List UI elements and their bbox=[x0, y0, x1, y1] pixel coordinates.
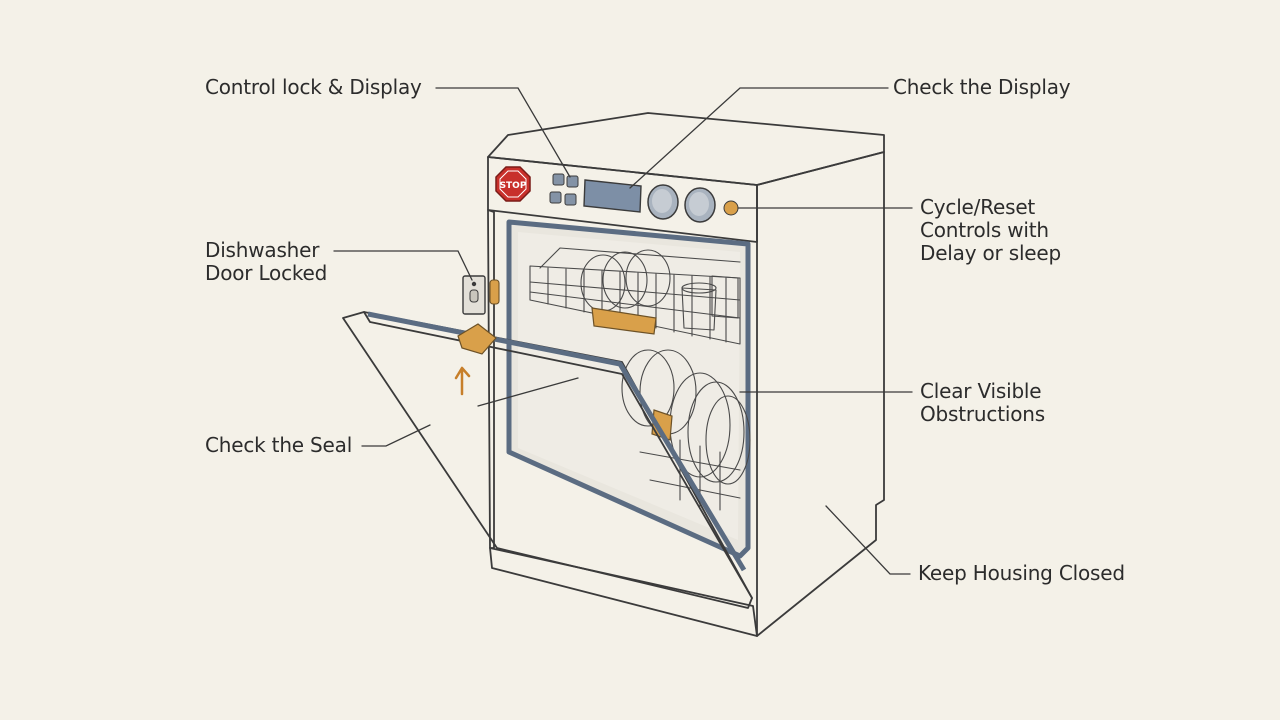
control-button[interactable] bbox=[552, 173, 565, 186]
upper-rack bbox=[529, 247, 741, 345]
leader-door-locked bbox=[333, 250, 473, 281]
cycle-knob-2[interactable] bbox=[684, 187, 716, 223]
lock-buttons bbox=[549, 173, 579, 206]
leader-housing bbox=[825, 505, 911, 575]
door-latch-hook bbox=[457, 323, 497, 355]
leader-control-lock bbox=[435, 87, 571, 178]
arrow-up-icon bbox=[454, 366, 471, 396]
callout-cycle-reset: Cycle/Reset Controls with Delay or sleep bbox=[920, 195, 1062, 265]
control-button[interactable] bbox=[549, 191, 562, 204]
tub-interior bbox=[506, 219, 751, 559]
leader-check-display bbox=[629, 87, 889, 189]
callout-check-display: Check the Display bbox=[893, 75, 1071, 99]
leader-check-seal-1 bbox=[361, 424, 431, 447]
leader-check-seal-2 bbox=[477, 377, 579, 407]
cycle-knob-1[interactable] bbox=[647, 184, 679, 220]
door-latch bbox=[462, 275, 500, 315]
reset-button[interactable] bbox=[723, 200, 739, 216]
dishwasher-door[interactable] bbox=[342, 311, 753, 609]
rack-handle[interactable] bbox=[591, 307, 657, 335]
stop-sign-icon: STOP bbox=[495, 166, 531, 202]
callout-keep-housing-closed: Keep Housing Closed bbox=[918, 561, 1125, 585]
callout-check-seal: Check the Seal bbox=[205, 433, 353, 457]
control-button[interactable] bbox=[564, 193, 577, 206]
leader-lines bbox=[333, 87, 913, 575]
dishwasher-housing bbox=[487, 112, 885, 637]
control-button[interactable] bbox=[566, 175, 579, 188]
door-seal bbox=[367, 311, 747, 572]
stop-sign-text: STOP bbox=[500, 181, 527, 191]
callout-control-lock-display: Control lock & Display bbox=[205, 75, 422, 99]
display-screen bbox=[583, 179, 642, 213]
control-panel: STOP bbox=[495, 166, 739, 223]
callout-clear-obstructions: Clear Visible Obstructions bbox=[920, 379, 1045, 426]
callout-door-locked: Dishwasher Door Locked bbox=[205, 238, 328, 285]
lower-rack bbox=[621, 349, 751, 511]
